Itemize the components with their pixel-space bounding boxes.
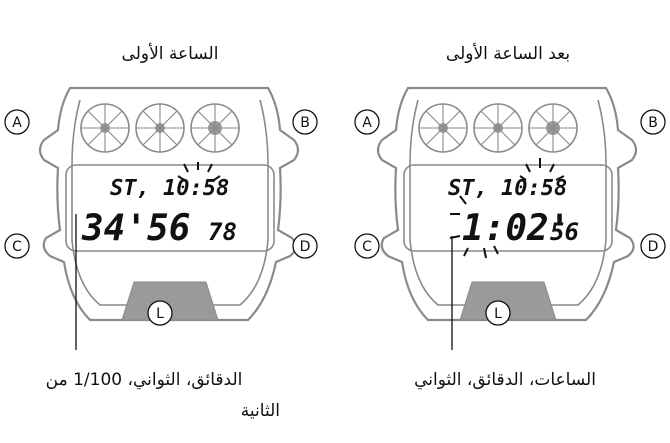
svg-text:A: A: [12, 115, 22, 131]
left-lcd-main-digits: 34'56: [81, 208, 190, 249]
left-subdial-3: [190, 103, 240, 153]
svg-text:C: C: [12, 239, 22, 255]
svg-text:L: L: [494, 306, 502, 322]
svg-text:D: D: [648, 239, 659, 255]
button-l-left: L: [147, 300, 173, 326]
svg-text:B: B: [648, 115, 658, 131]
right-lcd-panel: [403, 164, 613, 252]
button-b-right: B: [640, 109, 666, 135]
left-lcd-top-row: ST, 10:58: [110, 176, 229, 201]
button-c-right: C: [354, 233, 380, 259]
right-lcd-top-row: ST, 10:58: [448, 176, 567, 201]
svg-text:L: L: [156, 306, 164, 322]
left-blink-marks: [177, 162, 221, 181]
button-l-right: L: [485, 300, 511, 326]
button-a-right: A: [354, 109, 380, 135]
left-subdial-1: [80, 103, 130, 153]
left-watch-band: [121, 281, 219, 321]
right-watch-band: [459, 281, 557, 321]
button-d-left: D: [292, 233, 318, 259]
left-caption-line-2: الثانية: [240, 401, 280, 421]
right-subdial-3: [528, 103, 578, 153]
right-subdial-1: [418, 103, 468, 153]
right-caption: الساعات، الدقائق، الثواني: [414, 370, 596, 390]
svg-text:C: C: [362, 239, 372, 255]
right-watch-case: [376, 86, 638, 322]
right-lcd-main-digits: 1:02': [462, 208, 570, 249]
button-d-right: D: [640, 233, 666, 259]
right-watch-title: بعد الساعة الأولى: [445, 44, 571, 64]
right-blink-marks: [449, 158, 565, 259]
left-watch: ST, 10:58 34'56 78 A B C D L: [4, 86, 318, 350]
left-watch-title: الساعة الأولى: [121, 44, 219, 64]
button-a-left: A: [4, 109, 30, 135]
left-lcd-panel: [65, 164, 275, 252]
right-watch: ST, 10:58 1:02' 56 A B C D L: [354, 86, 666, 350]
svg-text:D: D: [300, 239, 311, 255]
svg-text:A: A: [362, 115, 372, 131]
left-lcd-small-digits: 78: [208, 218, 237, 246]
svg-text:B: B: [300, 115, 310, 131]
button-b-left: B: [292, 109, 318, 135]
left-caption-line-1: الدقائق، الثواني، 1/100 من: [45, 370, 243, 390]
left-subdial-2: [135, 103, 185, 153]
right-subdial-2: [473, 103, 523, 153]
right-lcd-small-digits: 56: [550, 218, 579, 246]
left-watch-case: [38, 86, 300, 322]
button-c-left: C: [4, 233, 30, 259]
